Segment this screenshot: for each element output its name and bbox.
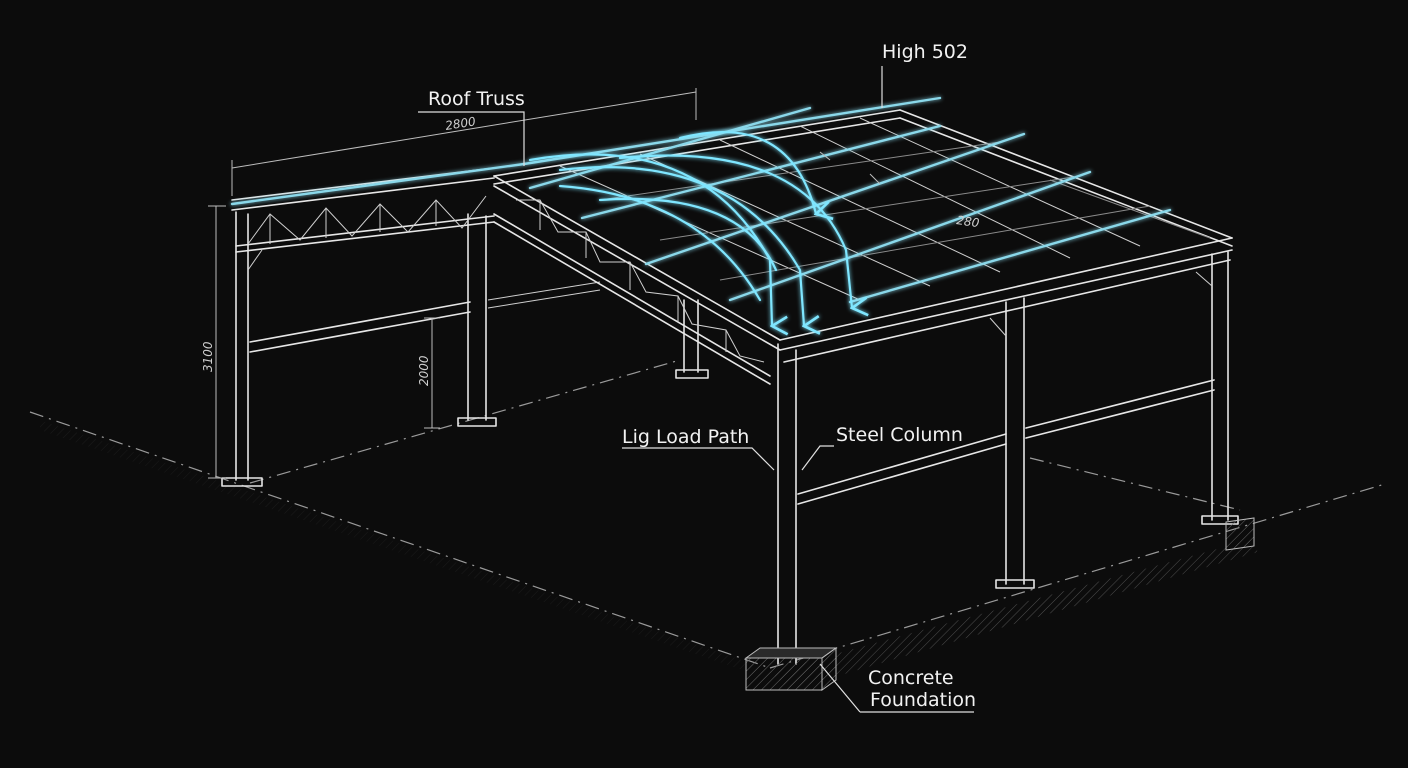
load-path: [528, 130, 852, 640]
roof-truss-label: Roof Truss: [428, 88, 525, 110]
steel-column-label: Steel Column: [836, 424, 963, 446]
labels: Roof Truss High 502 Lig Load Path Steel …: [201, 41, 981, 711]
roof-deck: [493, 109, 1233, 363]
concrete-foundation-right: [1225, 517, 1255, 551]
leader-lines: [418, 66, 974, 713]
column-height-dim: 3100: [201, 341, 215, 372]
foundation-label: Foundation: [870, 689, 976, 711]
ground-hatch: [40, 420, 1258, 690]
ground-lines: [29, 359, 1386, 669]
girt-height-dim: 2000: [417, 355, 431, 386]
glowing-purlins: [230, 96, 1172, 304]
truss-length-dim: 2800: [444, 114, 477, 133]
roof-span-dim: 280: [956, 213, 981, 230]
high-label: High 502: [882, 41, 968, 63]
dimension-lines: [208, 88, 881, 479]
rear-frame: [221, 211, 709, 487]
eave-truss-left: [231, 167, 495, 253]
front-frame: [777, 251, 1239, 665]
concrete-label: Concrete: [868, 667, 954, 689]
load-path-label: Lig Load Path: [622, 426, 749, 448]
concrete-foundation-front: [744, 647, 838, 691]
rafter-truss-front: [493, 175, 781, 385]
